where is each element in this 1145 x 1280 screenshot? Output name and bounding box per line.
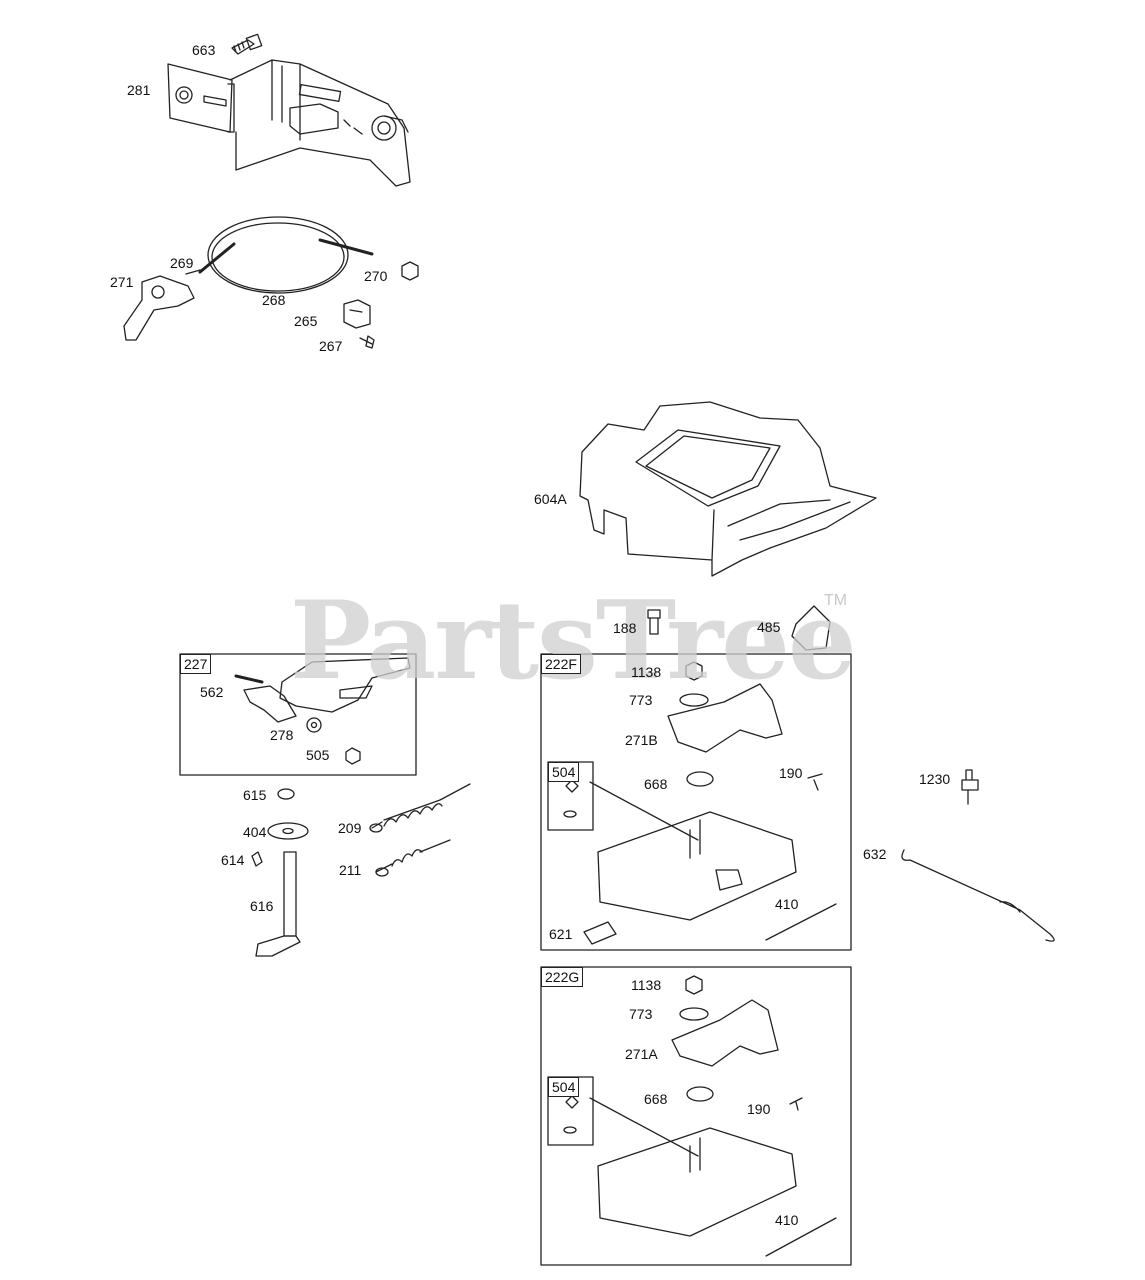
bracket-281-drawing: [167, 59, 411, 187]
washer-404-drawing: [267, 822, 309, 840]
label-410-g: 410: [775, 1212, 799, 1228]
label-668-g: 668: [644, 1091, 668, 1107]
lever-271-drawing: [123, 275, 195, 341]
nut-270-drawing: [401, 261, 419, 281]
label-188: 188: [613, 620, 637, 636]
watermark-text: PartsTree: [290, 578, 857, 704]
label-562: 562: [200, 684, 224, 700]
box-tag-504-g: 504: [548, 1077, 580, 1097]
box-tag-222F: 222F: [541, 654, 581, 674]
block-485-drawing: [791, 605, 831, 651]
watermark-trademark: TM: [824, 592, 848, 609]
label-281: 281: [127, 82, 151, 98]
label-271: 271: [110, 274, 134, 290]
label-190-g: 190: [747, 1101, 771, 1117]
label-663: 663: [192, 42, 216, 58]
box-227-frame: [179, 653, 417, 776]
spring-211-drawing: [375, 839, 451, 877]
washer-615-drawing: [277, 788, 295, 800]
box-tag-504-f: 504: [548, 762, 580, 782]
label-270: 270: [364, 268, 388, 284]
screw-267-drawing: [359, 335, 375, 349]
spring-209-drawing: [369, 783, 471, 833]
label-410-f: 410: [775, 896, 799, 912]
label-267: 267: [319, 338, 343, 354]
label-668-f: 668: [644, 776, 668, 792]
label-485: 485: [757, 619, 781, 635]
label-621: 621: [549, 926, 573, 942]
label-614: 614: [221, 852, 245, 868]
label-505: 505: [306, 747, 330, 763]
label-278: 278: [270, 727, 294, 743]
cable-268-drawing: [185, 216, 374, 294]
shaft-616-drawing: [255, 851, 301, 957]
label-404: 404: [243, 824, 267, 840]
label-1138-g: 1138: [631, 977, 662, 993]
label-773-g: 773: [629, 1006, 653, 1022]
bolt-188-drawing: [647, 609, 661, 635]
bolt-663-drawing: [231, 33, 263, 55]
label-265: 265: [294, 313, 318, 329]
label-271B: 271B: [625, 732, 658, 748]
stud-1230-drawing: [961, 769, 979, 805]
label-268: 268: [262, 292, 286, 308]
label-269: 269: [170, 255, 194, 271]
assembly-222G-drawing: [563, 975, 837, 1257]
pin-614-drawing: [251, 851, 263, 867]
assembly-222F-drawing: [563, 661, 837, 945]
shroud-604A-drawing: [579, 401, 877, 577]
label-190-f: 190: [779, 765, 803, 781]
box-222F-frame: [540, 653, 852, 951]
label-604A: 604A: [534, 491, 567, 507]
box-222G-frame: [540, 966, 852, 1266]
label-632: 632: [863, 846, 887, 862]
label-1138-f: 1138: [631, 664, 662, 680]
rod-632-drawing: [901, 849, 1055, 942]
throttle-plate-227-drawing: [234, 657, 411, 765]
label-616: 616: [250, 898, 274, 914]
box-tag-227: 227: [180, 654, 212, 674]
label-773-f: 773: [629, 692, 653, 708]
label-1230: 1230: [919, 771, 951, 787]
clip-265-drawing: [343, 299, 371, 329]
label-209: 209: [338, 820, 362, 836]
label-211: 211: [339, 862, 362, 878]
box-tag-222G: 222G: [541, 967, 584, 987]
label-271A: 271A: [625, 1046, 658, 1062]
label-615: 615: [243, 787, 267, 803]
washer-404-hole: [282, 827, 294, 835]
